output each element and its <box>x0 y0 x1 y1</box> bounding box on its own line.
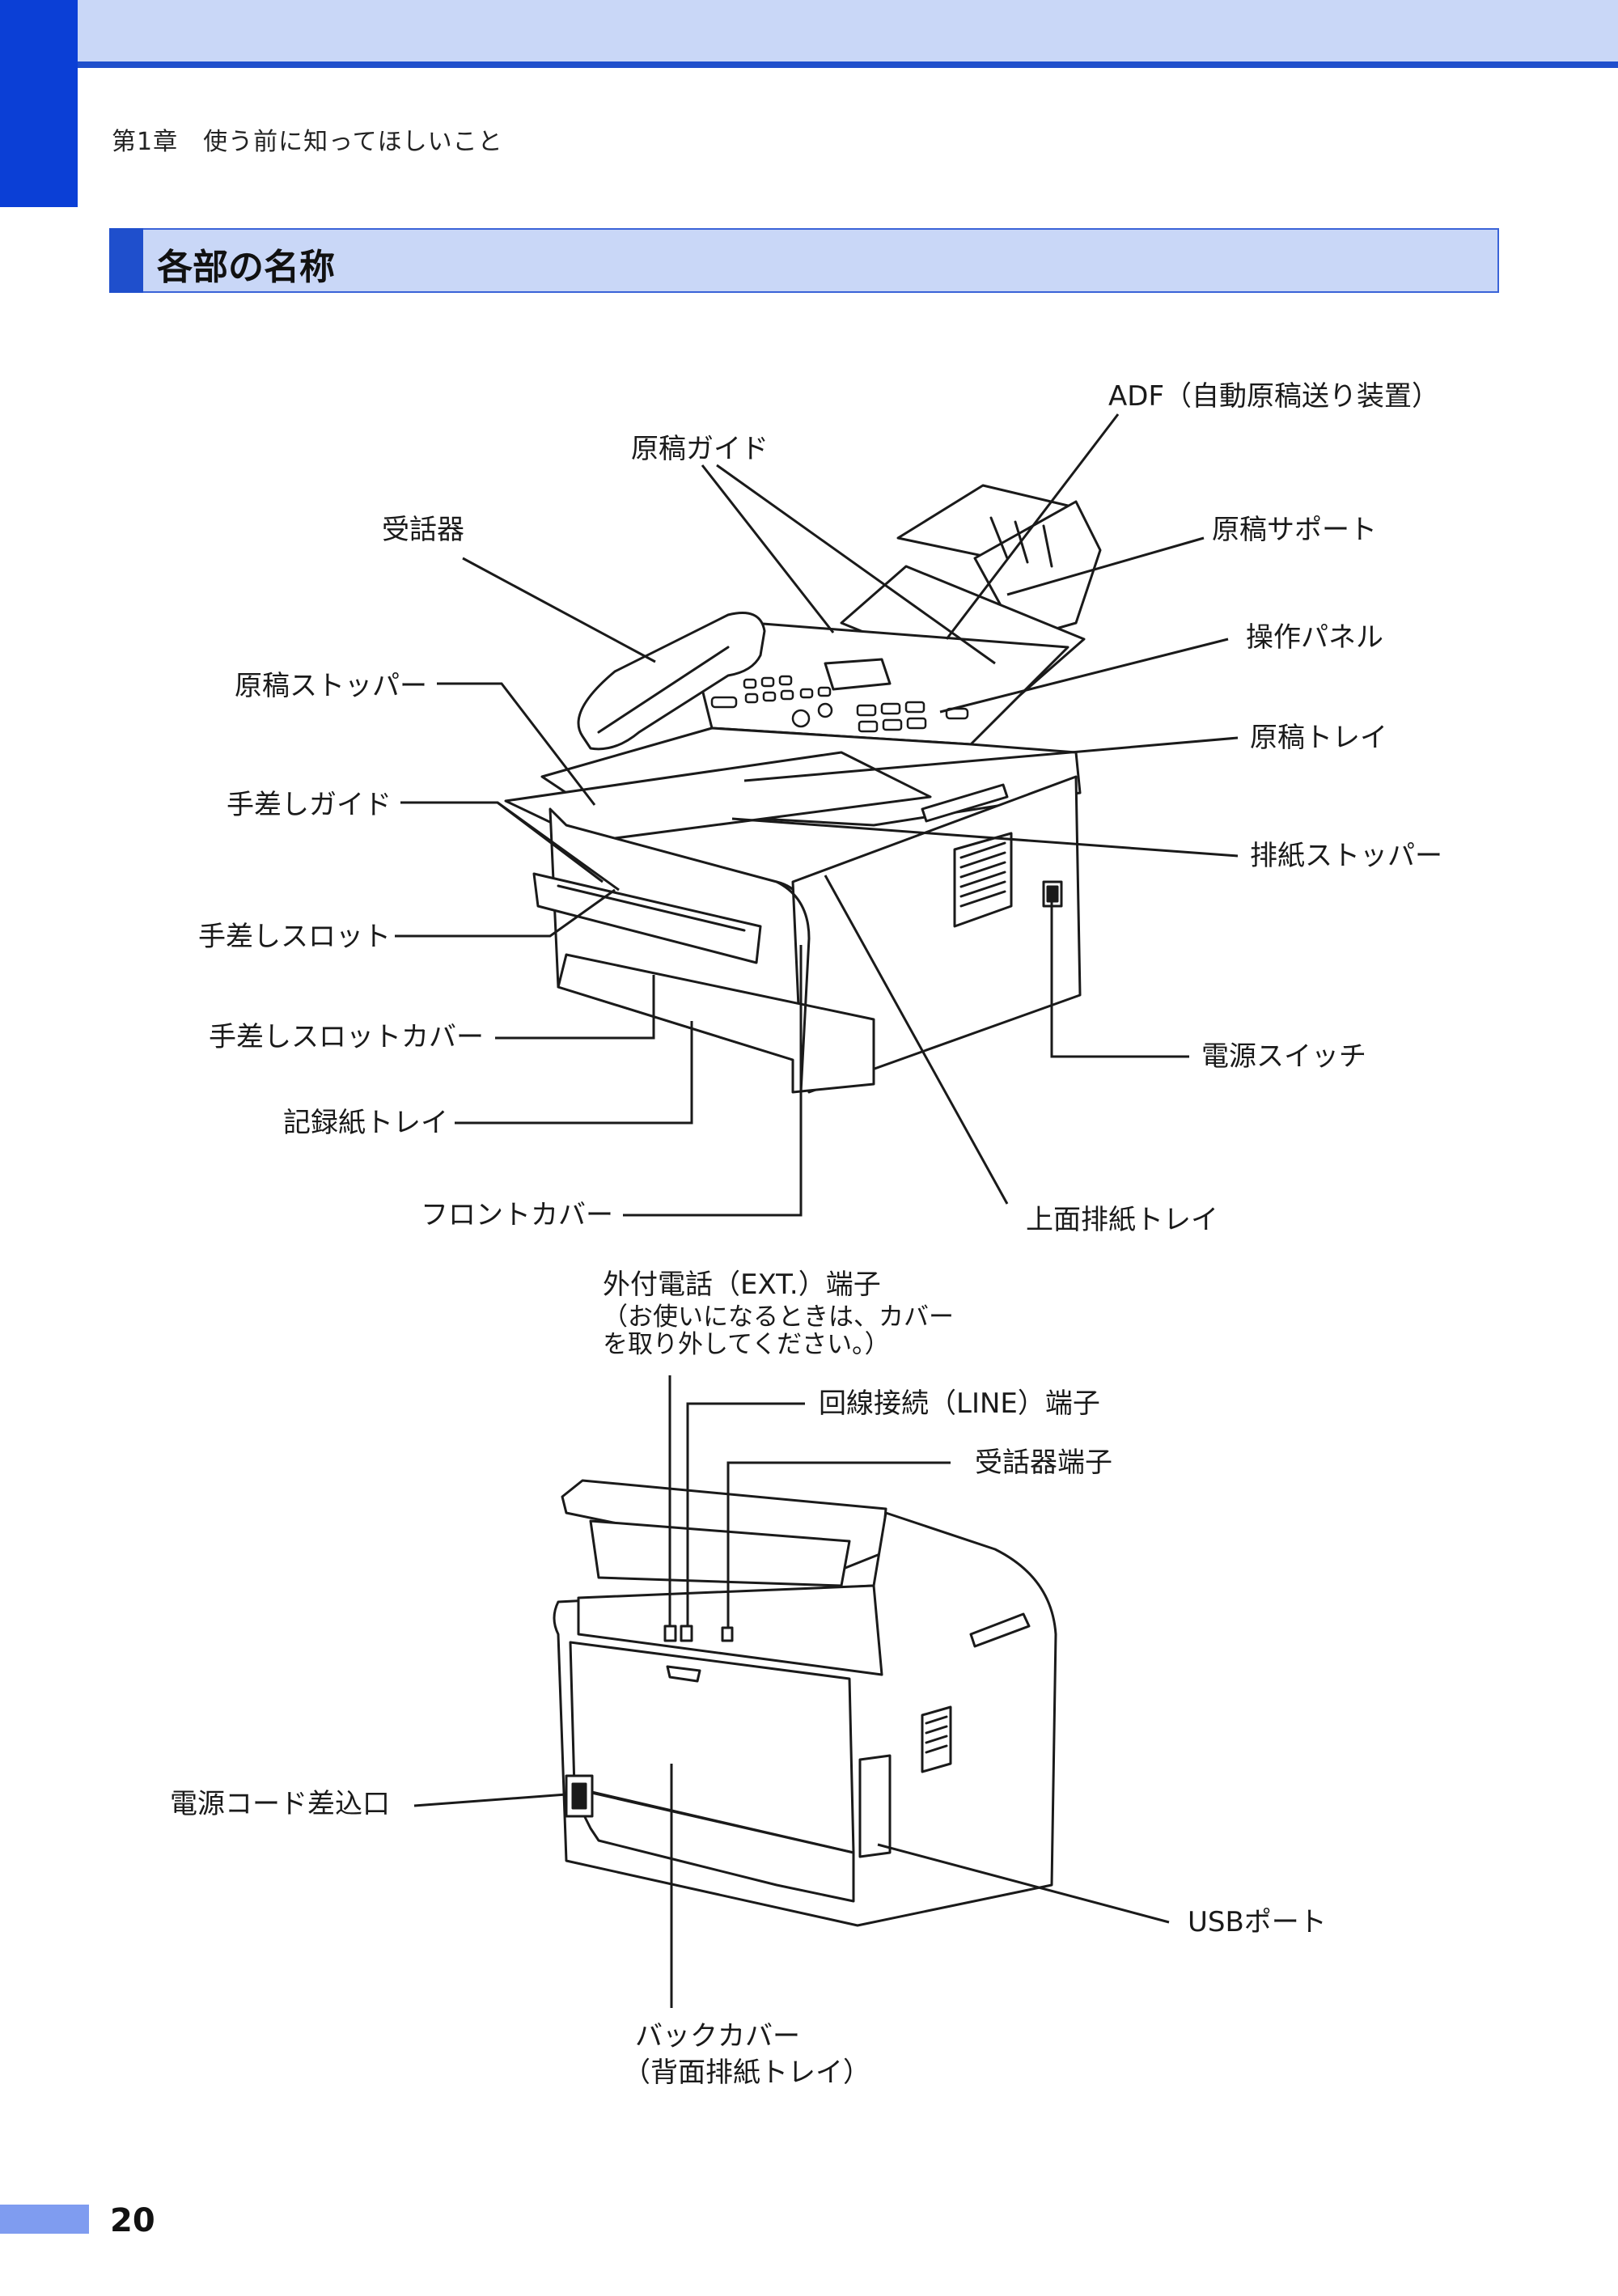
label-ext-note-2: を取り外してください。） <box>603 1330 890 1359</box>
fax-back-illustration <box>553 1479 1057 1927</box>
leader-lines <box>395 413 1239 2008</box>
back-side-handle <box>969 1612 1031 1648</box>
label-power-switch: 電源スイッチ <box>1201 1040 1366 1073</box>
header-rule <box>0 61 1618 68</box>
back-side-vent <box>921 1705 952 1773</box>
handset-port <box>721 1626 734 1642</box>
label-manual-feed-slot: 手差しスロット <box>198 921 391 953</box>
chapter-tab <box>0 0 78 207</box>
label-line-port: 回線接続（LINE）端子 <box>819 1387 1100 1420</box>
side-handle-slot <box>921 783 1009 823</box>
label-paper-tray: 記録紙トレイ <box>283 1107 448 1139</box>
label-top-output-tray: 上面排紙トレイ <box>1026 1204 1218 1236</box>
label-manual-feed-slot-cover: 手差しスロットカバー <box>209 1021 484 1053</box>
label-handset: 受話器 <box>382 514 464 546</box>
section-heading-marker <box>109 228 143 293</box>
fax-front-illustration <box>504 484 1102 1094</box>
line-port <box>680 1625 693 1642</box>
label-manual-feed-guide: 手差しガイド <box>227 789 392 821</box>
label-output-stopper: 排紙ストッパー <box>1250 840 1442 872</box>
header-band <box>0 0 1618 68</box>
section-title: 各部の名称 <box>157 247 335 288</box>
label-back-cover-note: （背面排紙トレイ） <box>623 2057 870 2089</box>
label-adf: ADF（自動原稿送り装置） <box>1108 380 1439 413</box>
label-document-tray: 原稿トレイ <box>1250 722 1387 754</box>
page-number: 20 <box>110 2202 155 2239</box>
section-heading-bar <box>109 228 1499 293</box>
label-back-cover: バックカバー <box>635 2020 800 2052</box>
paper-tray-front <box>557 953 875 1094</box>
label-document-stopper: 原稿ストッパー <box>235 670 427 702</box>
label-power-inlet: 電源コード差込口 <box>170 1788 390 1820</box>
label-handset-port: 受話器端子 <box>975 1447 1112 1479</box>
control-panel-display <box>824 658 892 691</box>
footer-bar <box>0 2205 89 2234</box>
label-front-cover: フロントカバー <box>421 1199 613 1231</box>
manual-feed-slot <box>532 872 762 964</box>
keypad <box>710 675 969 733</box>
label-ext-note-1: （お使いになるときは、カバー <box>603 1303 954 1332</box>
label-document-support: 原稿サポート <box>1212 514 1377 546</box>
chapter-title: 第1章 使う前に知ってほしいこと <box>112 128 503 156</box>
label-usb-port: USBポート <box>1188 1906 1327 1938</box>
label-document-guide: 原稿ガイド <box>631 433 769 465</box>
ext-port <box>663 1625 677 1642</box>
label-control-panel: 操作パネル <box>1246 621 1383 654</box>
label-ext-port: 外付電話（EXT.）端子 <box>603 1269 881 1301</box>
